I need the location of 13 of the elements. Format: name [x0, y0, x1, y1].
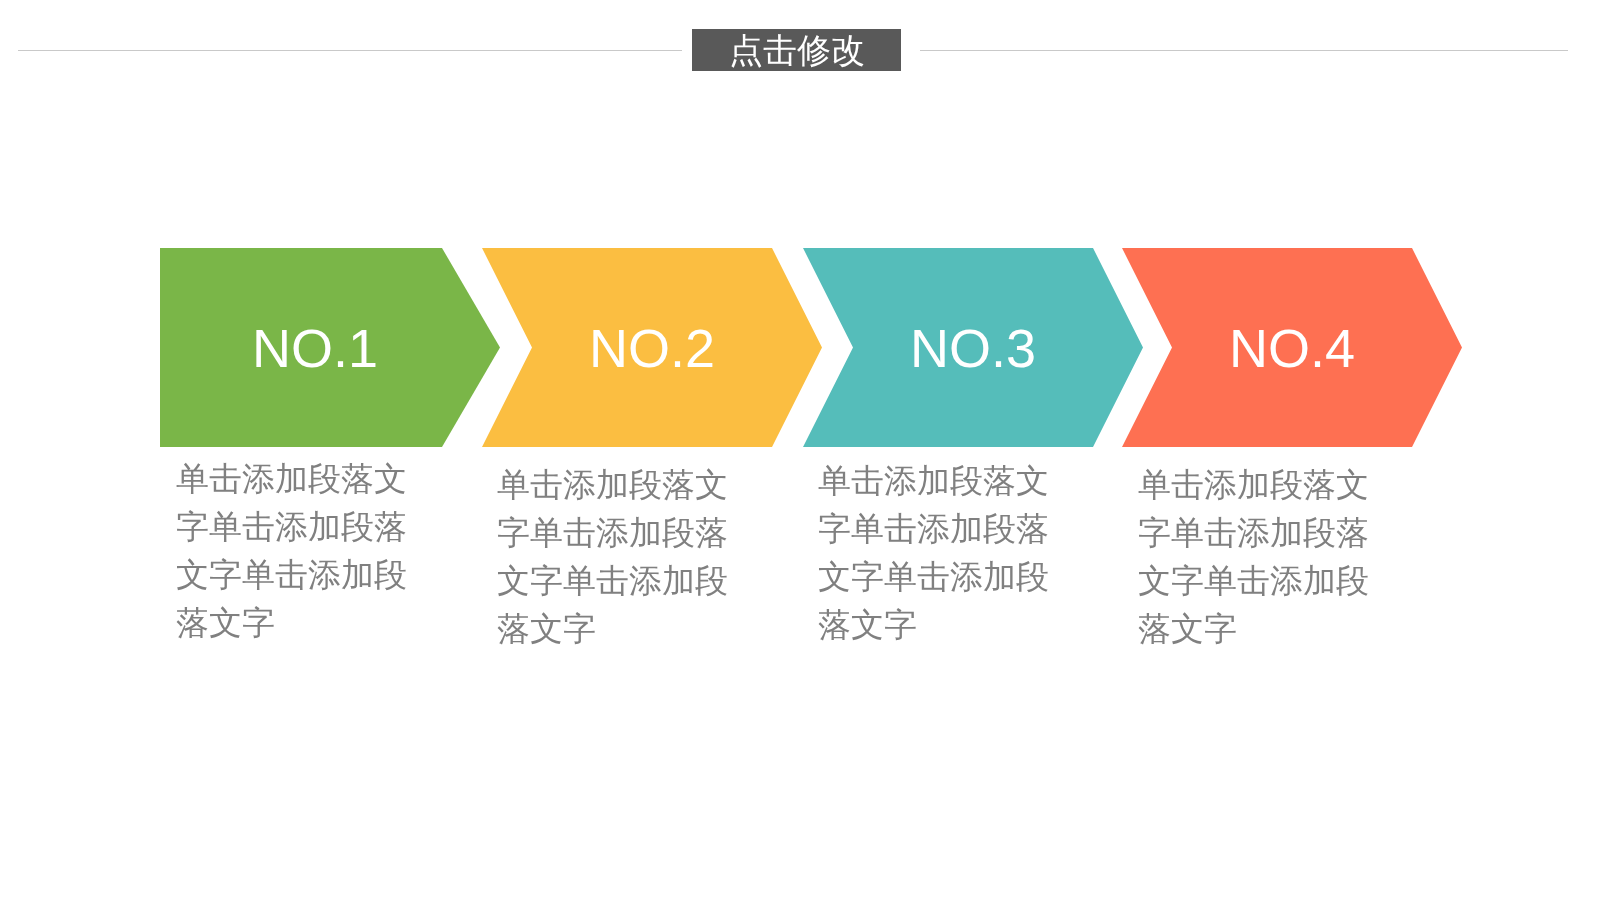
step-number: NO.2	[588, 320, 715, 375]
step-number: NO.3	[909, 320, 1036, 375]
step-description: 单击添加段落文字单击添加段落文字单击添加段落文字	[497, 464, 729, 650]
step-description: 单击添加段落文字单击添加段落文字单击添加段落文字	[176, 458, 408, 644]
step-number: NO.4	[1228, 320, 1355, 375]
chevron-step	[482, 248, 822, 447]
chevron-step	[160, 248, 500, 447]
step-description: 单击添加段落文字单击添加段落文字单击添加段落文字	[818, 460, 1050, 646]
chevron-step	[1122, 248, 1462, 447]
chevron-step	[803, 248, 1143, 447]
title-banner: 点击修改	[692, 29, 901, 71]
step-description: 单击添加段落文字单击添加段落文字单击添加段落文字	[1138, 464, 1370, 650]
step-number: NO.1	[251, 320, 378, 375]
